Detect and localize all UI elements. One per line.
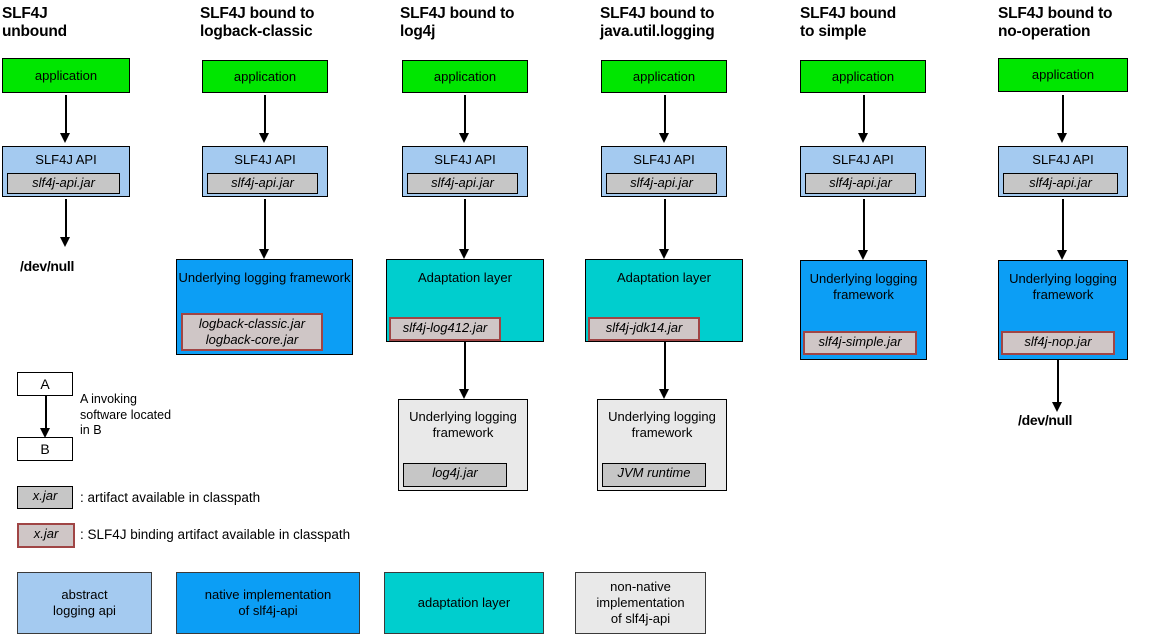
box-slf4j-api-simple: SLF4J API slf4j-api.jar <box>800 146 926 197</box>
arrow-app-to-api-unbound <box>60 95 71 143</box>
column-title-unbound: SLF4J unbound <box>2 5 67 40</box>
legend-artifact-text: : artifact available in classpath <box>80 490 261 505</box>
arrow-api-to-framework-logback <box>259 199 270 259</box>
box-underlying-framework-logback: Underlying logging framework logback-cla… <box>176 259 353 355</box>
box-slf4j-api-nop: SLF4J API slf4j-api.jar <box>998 146 1128 197</box>
box-underlying-framework-jul: Underlying logging framework JVM runtime <box>597 399 727 491</box>
legend-chip-artifact: x.jar <box>17 486 73 509</box>
box-adaptation-layer-jul: Adaptation layer slf4j-jdk14.jar <box>585 259 743 342</box>
jar-chip: slf4j-api.jar <box>7 173 120 194</box>
arrow-api-to-framework-simple <box>858 199 869 260</box>
box-slf4j-api-logback: SLF4J API slf4j-api.jar <box>202 146 328 197</box>
legend-chip-binding-artifact: x.jar <box>17 523 75 548</box>
box-underlying-framework-simple: Underlying logging framework slf4j-simpl… <box>800 260 927 360</box>
legend-binding-artifact-text: : SLF4J binding artifact available in cl… <box>80 527 351 542</box>
box-application-nop: application <box>998 58 1128 92</box>
jar-chip-binding: slf4j-jdk14.jar <box>588 317 700 341</box>
jar-chip: slf4j-api.jar <box>606 173 717 194</box>
box-label: application <box>632 69 696 84</box>
column-title-java-util-logging: SLF4J bound to java.util.logging <box>600 5 715 40</box>
jar-chip-binding: slf4j-simple.jar <box>803 331 917 355</box>
column-title-simple: SLF4J bound to simple <box>800 5 896 40</box>
arrow-app-to-api-simple <box>858 95 869 143</box>
arrow-app-to-api-log4j <box>459 95 470 143</box>
box-label: application <box>433 69 497 84</box>
arrow-api-to-adaptation-log4j <box>459 199 470 259</box>
box-label: Underlying logging framework <box>608 409 716 440</box>
arrow-framework-to-devnull-nop <box>1052 360 1063 412</box>
legend-swatch-adaptation-layer: adaptation layer <box>384 572 544 634</box>
box-application-logback: application <box>202 60 328 93</box>
legend-box-b: B <box>17 437 73 461</box>
jar-chip-binding: slf4j-nop.jar <box>1001 331 1115 355</box>
box-label: SLF4J API <box>434 152 496 167</box>
jar-chip: slf4j-api.jar <box>407 173 518 194</box>
jar-chip: JVM runtime <box>602 463 706 487</box>
box-application-log4j: application <box>402 60 528 93</box>
jar-chip-binding: logback-classic.jar logback-core.jar <box>181 313 323 351</box>
box-label: SLF4J API <box>234 152 296 167</box>
legend-swatch-non-native-impl: non-native implementation of slf4j-api <box>575 572 706 634</box>
box-label: application <box>233 69 297 84</box>
box-label: SLF4J API <box>35 152 97 167</box>
arrow-app-to-api-jul <box>659 95 670 143</box>
box-label: SLF4J API <box>832 152 894 167</box>
jar-chip: slf4j-api.jar <box>207 173 318 194</box>
jar-chip: slf4j-api.jar <box>805 173 916 194</box>
box-slf4j-api-unbound: SLF4J API slf4j-api.jar <box>2 146 130 197</box>
legend-swatch-native-impl: native implementation of slf4j-api <box>176 572 360 634</box>
column-title-logback-classic: SLF4J bound to logback-classic <box>200 5 315 40</box>
column-title-log4j: SLF4J bound to log4j <box>400 5 515 40</box>
box-adaptation-layer-log4j: Adaptation layer slf4j-log412.jar <box>386 259 544 342</box>
terminal-devnull-nop: /dev/null <box>1018 412 1073 428</box>
arrow-app-to-api-nop <box>1057 95 1068 143</box>
box-label: application <box>34 68 98 83</box>
box-underlying-framework-log4j: Underlying logging framework log4j.jar <box>398 399 528 491</box>
jar-chip-binding: slf4j-log412.jar <box>389 317 501 341</box>
box-label: Adaptation layer <box>617 270 711 285</box>
box-label: SLF4J API <box>1032 152 1094 167</box>
box-label: Underlying logging framework <box>1009 271 1117 302</box>
arrow-api-to-adaptation-jul <box>659 199 670 259</box>
jar-chip: log4j.jar <box>403 463 507 487</box>
arrow-api-to-framework-nop <box>1057 199 1068 260</box>
legend-swatch-abstract-api: abstract logging api <box>17 572 152 634</box>
arrow-api-to-devnull-unbound <box>60 199 71 247</box>
box-slf4j-api-log4j: SLF4J API slf4j-api.jar <box>402 146 528 197</box>
box-underlying-framework-nop: Underlying logging framework slf4j-nop.j… <box>998 260 1128 360</box>
box-application-jul: application <box>601 60 727 93</box>
box-label: SLF4J API <box>633 152 695 167</box>
legend-arrow-a-to-b <box>40 396 51 438</box>
jar-chip: slf4j-api.jar <box>1003 173 1118 194</box>
arrow-adaptation-to-framework-log4j <box>459 342 470 399</box>
box-label: Adaptation layer <box>418 270 512 285</box>
box-label: Underlying logging framework <box>809 271 918 302</box>
box-label: Underlying logging framework <box>409 409 517 440</box>
box-label: application <box>831 69 895 84</box>
terminal-devnull-unbound: /dev/null <box>20 258 75 274</box>
box-label: Underlying logging framework <box>178 270 351 285</box>
column-title-no-operation: SLF4J bound to no-operation <box>998 5 1113 40</box>
box-label: application <box>1031 67 1095 82</box>
box-application-unbound: application <box>2 58 130 93</box>
box-application-simple: application <box>800 60 926 93</box>
legend-invocation-text: A invoking software located in B <box>80 392 172 437</box>
legend-box-a: A <box>17 372 73 396</box>
arrow-app-to-api-logback <box>259 95 270 143</box>
arrow-adaptation-to-framework-jul <box>659 342 670 399</box>
box-slf4j-api-jul: SLF4J API slf4j-api.jar <box>601 146 727 197</box>
